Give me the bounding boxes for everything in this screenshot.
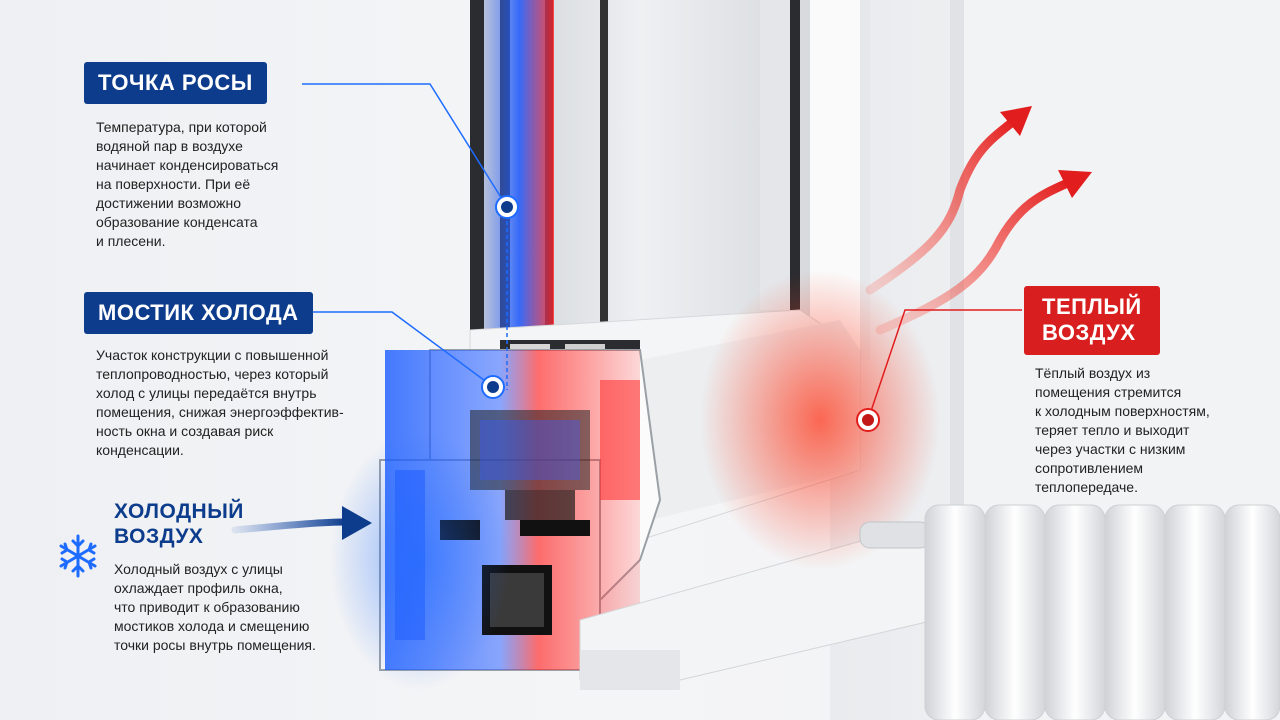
radiator — [859, 504, 1280, 720]
cold-arrow-icon — [231, 506, 372, 540]
cold-bridge-marker — [481, 375, 505, 399]
callout-lines — [302, 83, 1022, 421]
snowflake-icon — [59, 534, 97, 578]
dew-point-marker — [495, 195, 519, 219]
cold-air-description: Холодный воздух с улицы охлаждает профил… — [114, 561, 316, 653]
warm-air-title: ТЕПЛЫЙ ВОЗДУХ — [1024, 286, 1160, 355]
dew-point-description: Температура, при которой водяной пар в в… — [96, 119, 279, 249]
warm-glow — [700, 270, 940, 570]
cold-glow — [330, 430, 510, 690]
warm-air-marker — [856, 408, 880, 432]
warm-arrow-icon — [865, 106, 1092, 335]
cold-air-title: ХОЛОДНЫЙ ВОЗДУХ — [114, 500, 244, 548]
warm-air-description: Тёплый воздух из помещения стремится к х… — [1035, 365, 1210, 495]
cold-bridge-title: МОСТИК ХОЛОДА — [84, 292, 313, 335]
dew-point-title: ТОЧКА РОСЫ — [84, 62, 267, 105]
cold-bridge-description: Участок конструкции с повышенной теплопр… — [96, 347, 344, 458]
